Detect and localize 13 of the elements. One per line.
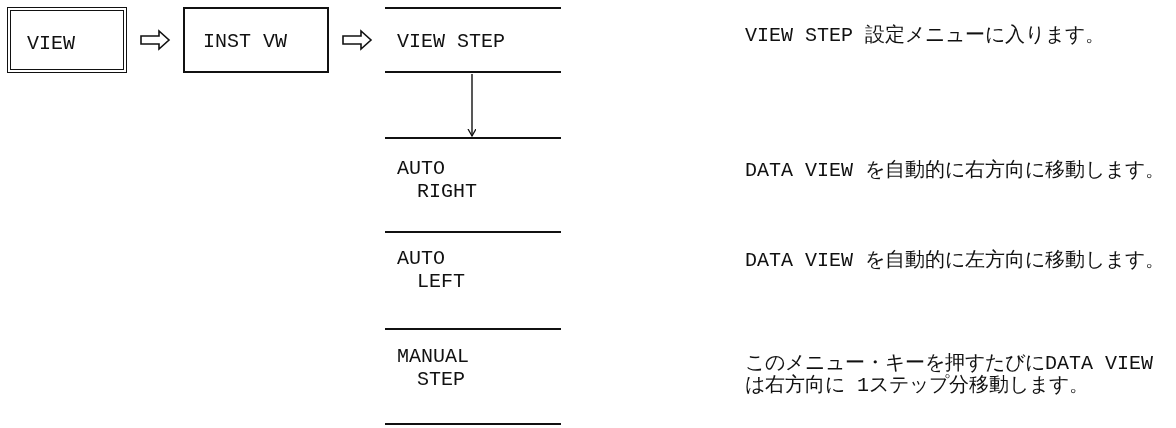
key-box: VIEW — [7, 7, 127, 73]
arrow — [467, 73, 477, 137]
menu-key: AUTO LEFT — [385, 233, 561, 330]
menu-key: MANUAL STEP — [385, 330, 561, 425]
menu-key: AUTO RIGHT — [385, 137, 561, 233]
description-text: DATA VIEW を自動的に右方向に移動します。 — [745, 160, 1167, 182]
description-text: DATA VIEW を自動的に左方向に移動します。 — [745, 250, 1167, 272]
menu-key: VIEW STEP — [385, 7, 561, 73]
arrow — [140, 29, 171, 51]
key-box: INST VW — [183, 7, 329, 73]
description-text: VIEW STEP 設定メニューに入ります。 — [745, 25, 1107, 47]
arrow — [342, 29, 373, 51]
description-text: このメニュー・キーを押すたびにDATA VIEW は右方向に 1ステップ分移動します。 — [745, 353, 1155, 397]
